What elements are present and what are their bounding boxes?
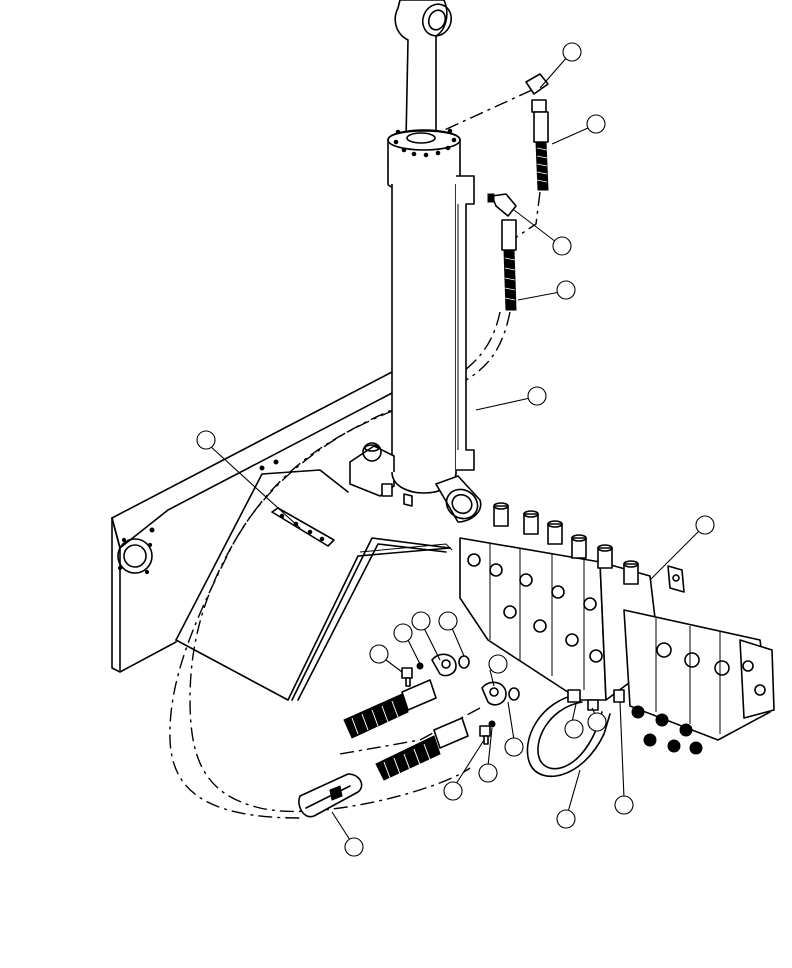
- callout-10: [411, 611, 441, 661]
- upper-hose: [533, 111, 549, 191]
- hose-assembly-upper: [343, 679, 437, 739]
- callout-5: [475, 386, 547, 411]
- flange-half-lower: [481, 681, 507, 706]
- callout-1: [539, 42, 582, 89]
- callout-4: [517, 280, 576, 301]
- callout-20: [614, 701, 634, 815]
- control-valve-bank: [459, 502, 775, 755]
- callout-11: [438, 611, 465, 657]
- valve-sections: [489, 544, 721, 734]
- bolt-upper: [401, 667, 413, 687]
- callout-8: [369, 644, 403, 673]
- hose-protector-sleeve: [298, 773, 363, 818]
- callout-3: [513, 209, 572, 256]
- callout-18: [587, 707, 607, 732]
- middle-hose: [501, 219, 517, 311]
- flange-half-upper: [431, 653, 457, 677]
- hose-assembly-lower: [375, 717, 469, 781]
- curved-tube: [526, 693, 611, 778]
- routing-lines: [169, 89, 541, 819]
- callout-13: [504, 701, 524, 757]
- access-cover: [117, 537, 153, 575]
- mounting-strip: [271, 507, 335, 547]
- callout-9: [393, 623, 421, 665]
- middle-elbow-fitting: [487, 193, 517, 217]
- o-ring-lower: [508, 687, 520, 701]
- callout-16: [331, 811, 364, 857]
- callout-7: [649, 515, 715, 581]
- port-fittings: [467, 553, 766, 755]
- callout-2: [551, 114, 606, 145]
- linkage-rod: [291, 537, 451, 701]
- bolt-lower: [479, 725, 491, 745]
- callouts: [196, 42, 715, 857]
- callout-14: [478, 727, 498, 783]
- flange-bolts: [393, 128, 457, 158]
- callout-19: [556, 769, 581, 829]
- solenoid-caps: [493, 502, 639, 585]
- upper-elbow-fitting: [525, 73, 549, 113]
- callout-15: [443, 739, 485, 801]
- hydraulic-cylinder: [349, 0, 482, 523]
- callout-17: [564, 703, 584, 739]
- callout-6: [196, 430, 301, 529]
- o-ring-upper: [458, 655, 470, 669]
- callout-12: [488, 654, 508, 687]
